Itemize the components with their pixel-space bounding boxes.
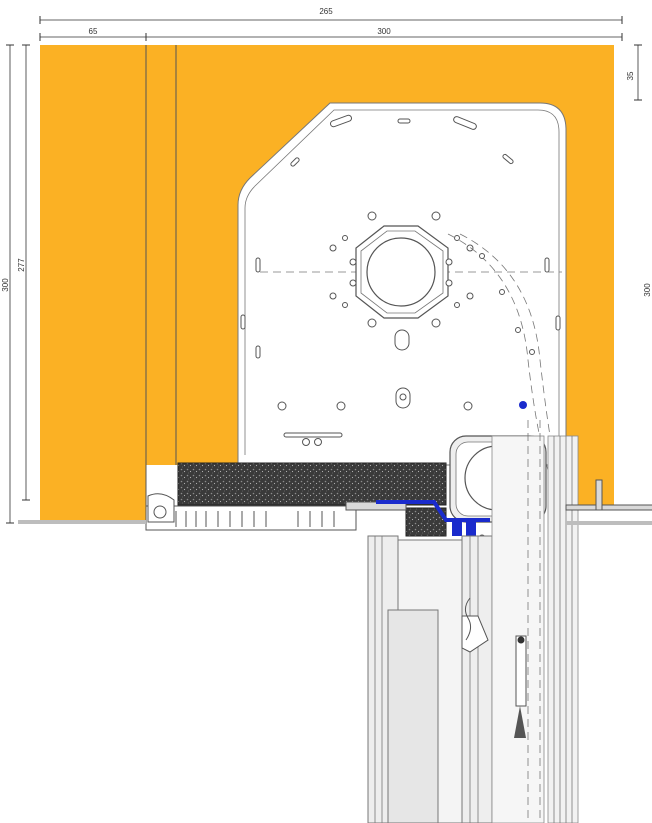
hub-hole-3 <box>367 318 377 328</box>
dim-right-outer-label: 300 <box>643 283 652 297</box>
slot-top-right <box>453 116 477 130</box>
frame-glass <box>387 609 439 823</box>
cassette-inner-outline <box>244 109 560 455</box>
dim-top-left-label: 65 <box>89 27 98 36</box>
slot-right-2 <box>544 257 550 273</box>
dim-top-right-label: 300 <box>377 27 391 36</box>
cord-weight-ring <box>517 636 525 644</box>
lintel-base-strip <box>145 505 357 531</box>
hub-hole-4 <box>431 318 441 328</box>
curtain-guide-1 <box>479 253 485 259</box>
bottom-bracket-hole-2 <box>314 438 322 446</box>
slot-left-1 <box>255 257 261 273</box>
guide-rail-left <box>491 435 545 823</box>
lower-hole-1 <box>277 401 287 411</box>
hub-hole-15 <box>342 302 348 308</box>
curtain-guide-2 <box>499 289 505 295</box>
insulation-block <box>177 462 447 537</box>
octagon-hub-inner <box>360 230 444 314</box>
dim-right-small-label: 35 <box>626 71 635 80</box>
dim-left-inner-label: 277 <box>17 258 26 272</box>
cassette-side-plate <box>237 102 567 471</box>
hub-hole-5 <box>329 244 337 252</box>
insulation-slab <box>177 462 447 506</box>
hub-hole-7 <box>466 244 474 252</box>
dim-left-outer-label: 300 <box>1 278 10 292</box>
dimension-lines: 265 65 300 35 300 277 300 <box>1 7 652 524</box>
oval-slot-center <box>394 329 410 351</box>
lower-hole-2 <box>336 401 346 411</box>
hub-hole-1 <box>367 211 377 221</box>
guide-foot-plate <box>565 504 652 511</box>
window-frame <box>367 535 493 823</box>
hub-hole-6 <box>329 292 337 300</box>
hub-hole-16 <box>454 302 460 308</box>
blue-seal-block-2 <box>466 522 476 536</box>
hub-hole-11 <box>445 258 453 266</box>
lintel-hook-round <box>153 505 167 519</box>
guide-rails <box>491 420 652 823</box>
hub-hole-10 <box>349 279 357 287</box>
curtain-guide-3 <box>515 327 521 333</box>
guide-mount-bracket <box>595 479 603 511</box>
slot-top-center <box>397 118 411 124</box>
cord-weight-bar <box>515 635 527 707</box>
bottom-bracket-bar <box>283 432 343 438</box>
slot-left-2 <box>240 314 246 330</box>
lintel-profile <box>145 493 407 531</box>
guide-rail-right <box>547 435 579 823</box>
hub-hole-13 <box>342 235 348 241</box>
frame-drip-profile <box>461 615 489 653</box>
bottom-bracket-hole-1 <box>302 438 310 446</box>
lower-hole-3 <box>463 401 473 411</box>
slot-diag-left <box>290 157 300 167</box>
wall-left-block <box>40 45 146 523</box>
slot-top-left <box>329 114 353 128</box>
dim-top-total-label: 265 <box>319 7 333 16</box>
frame-sash-bead <box>461 535 493 823</box>
frame-drip-squiggle <box>464 597 472 641</box>
slot-diag-right <box>502 153 514 165</box>
blue-seal-block-1 <box>452 522 462 536</box>
soffit-strip-right <box>566 521 652 525</box>
soffit-strip-left <box>18 520 146 524</box>
cord-weight-tip <box>514 706 526 738</box>
blue-marker-dot <box>519 401 527 409</box>
wall-center-strip <box>146 45 176 465</box>
hub-hole-9 <box>349 258 357 266</box>
hub-hole-2 <box>431 211 441 221</box>
hub-center-circle <box>366 237 436 307</box>
slot-left-3 <box>255 345 261 359</box>
keyhole-inner <box>399 393 407 401</box>
hub-hole-14 <box>454 235 460 241</box>
blue-seal-strip <box>376 500 490 522</box>
hub-hole-8 <box>466 292 474 300</box>
curtain-guide-4 <box>529 349 535 355</box>
slot-right-1 <box>555 315 561 331</box>
hub-hole-12 <box>445 279 453 287</box>
